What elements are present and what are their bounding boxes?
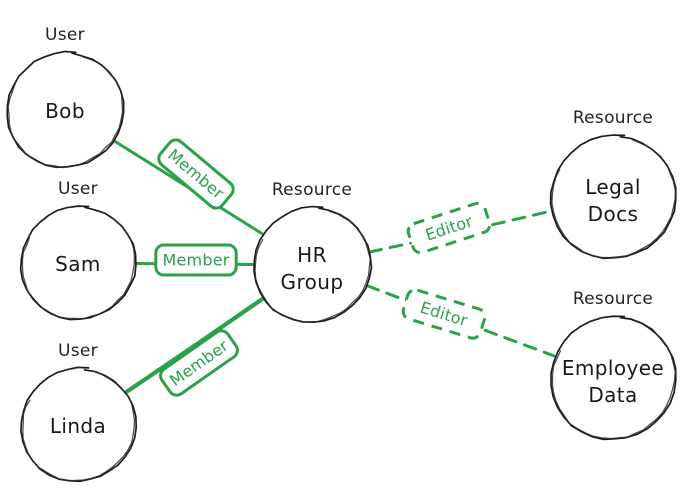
node-type-label: User: [45, 25, 85, 45]
node-outline-overstroke: [254, 210, 371, 323]
edge-label-hr-legal[interactable]: Editor: [406, 201, 492, 255]
node-label-line2: Group: [281, 270, 344, 294]
edge-label-box: [154, 243, 238, 277]
node-outline-overstroke: [21, 209, 135, 320]
node-label-line2: Docs: [588, 202, 639, 226]
node-type-label: User: [58, 341, 98, 361]
node-label: Sam: [55, 252, 101, 276]
node-label: Linda: [50, 414, 106, 438]
edge-label-hr-employee[interactable]: Editor: [401, 288, 487, 340]
node-outline-overstroke: [551, 138, 676, 259]
edge-label-sam-hr[interactable]: Member: [154, 243, 238, 277]
edge-linda-hr[interactable]: [123, 296, 266, 395]
node-type-label: Resource: [272, 180, 352, 200]
edge-label-box: [159, 329, 239, 397]
node-outline-overstroke: [7, 56, 124, 169]
edge-label-box: [401, 288, 487, 340]
node-type-label: User: [58, 179, 98, 199]
node-label-line1: Legal: [585, 175, 641, 199]
node-label-line1: HR: [297, 243, 327, 267]
node-outline: [549, 134, 677, 260]
node-outline-overstroke: [551, 319, 676, 440]
edge-label-box: [157, 138, 235, 210]
node-type-label: Resource: [573, 289, 653, 309]
node-label: Bob: [45, 99, 85, 123]
node-label-line2: Data: [588, 383, 637, 407]
node-label-line1: Employee: [562, 356, 664, 380]
edge-label-box: [406, 201, 492, 255]
edge-hr-employee[interactable]: [365, 284, 556, 358]
node-outline-overstroke: [22, 371, 136, 482]
node-type-label: Resource: [573, 108, 653, 128]
node-layer: UserBobUserSamUserLindaResourceHRGroupRe…: [6, 25, 677, 483]
edge-label-text: Member: [162, 251, 229, 270]
